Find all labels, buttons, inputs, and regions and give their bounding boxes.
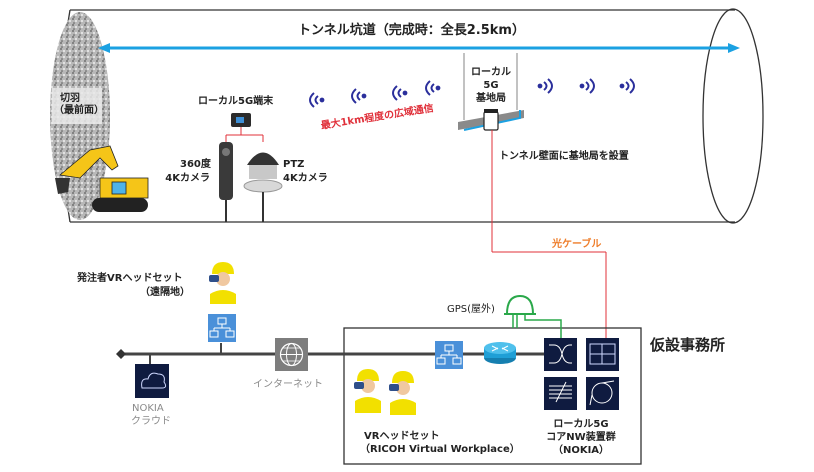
signal-waves-right (537, 78, 635, 94)
ptz-sublabel: 4Kカメラ (283, 173, 328, 184)
excavator-icon (55, 145, 149, 212)
wave-icon (537, 78, 553, 94)
cloud-sublabel: クラウド (131, 416, 171, 427)
5g-terminal-icon (231, 113, 251, 127)
tunnel (50, 8, 764, 224)
face-sublabel: （最前面） (54, 105, 104, 116)
network-backbone (116, 343, 544, 364)
vr-sublabel: （RICOH Virtual Workplace） (360, 444, 520, 455)
wave-icon (392, 85, 408, 101)
fiber-cable (491, 130, 607, 338)
base-station-label-2: 5G (483, 80, 499, 91)
face-label: 切羽 (60, 93, 80, 104)
base-station-label-3: 基地局 (476, 93, 506, 104)
internet-label: インターネット (253, 379, 323, 390)
hub-icon-office (435, 341, 463, 369)
cloud-label: NOKIA (132, 403, 164, 414)
core-label-2: コアNW装置群 (546, 432, 616, 443)
remote-vr-user-icon (209, 262, 236, 304)
internet-globe-icon (275, 338, 308, 371)
client-vr-sublabel: （遠隔地） (140, 287, 190, 298)
base-station-icon (458, 53, 524, 131)
wave-icon (309, 92, 325, 108)
gps-label: GPS(屋外) (447, 304, 495, 315)
360-camera-icon (219, 142, 233, 222)
office-label: 仮設事務所 (650, 336, 726, 354)
tunnel-length-arrow (98, 43, 740, 53)
office-vr-user-icon (389, 371, 416, 415)
office-boundary (343, 327, 642, 465)
wave-icon (619, 78, 635, 94)
core-switch-icon (544, 338, 577, 371)
wave-icon (351, 88, 367, 104)
gps-antenna-icon (504, 294, 562, 338)
ptz-label: PTZ (283, 159, 305, 170)
install-note: トンネル壁面に基地局を設置 (499, 151, 629, 162)
core-label-3: （NOKIA） (552, 445, 610, 456)
router-icon (484, 342, 516, 364)
core-crossconnect-icon (544, 377, 577, 410)
cloud-icon (135, 364, 169, 398)
base-station-label-1: ローカル (471, 67, 511, 78)
vr-label: VRヘッドセット (364, 431, 440, 442)
core-loop-icon (586, 377, 619, 410)
office-vr-user-icon (354, 369, 381, 413)
tunnel-exit (702, 8, 764, 224)
fiber-label: 光ケーブル (552, 239, 602, 250)
tunnel-title: トンネル坑道（完成時：全長2.5km） (298, 23, 525, 38)
hub-icon-remote (208, 314, 236, 342)
cam360-label: 360度 (180, 159, 211, 170)
core-label-1: ローカル5G (553, 419, 609, 430)
client-vr-label: 発注者VRヘッドセット (77, 273, 183, 284)
wave-icon (579, 78, 595, 94)
wave-icon (425, 80, 441, 96)
core-server-icon (586, 338, 619, 371)
terminal-label: ローカル5G端末 (198, 96, 274, 107)
ptz-camera-icon (243, 152, 283, 222)
signal-waves-left (309, 80, 441, 108)
cam360-sublabel: 4Kカメラ (165, 173, 210, 184)
